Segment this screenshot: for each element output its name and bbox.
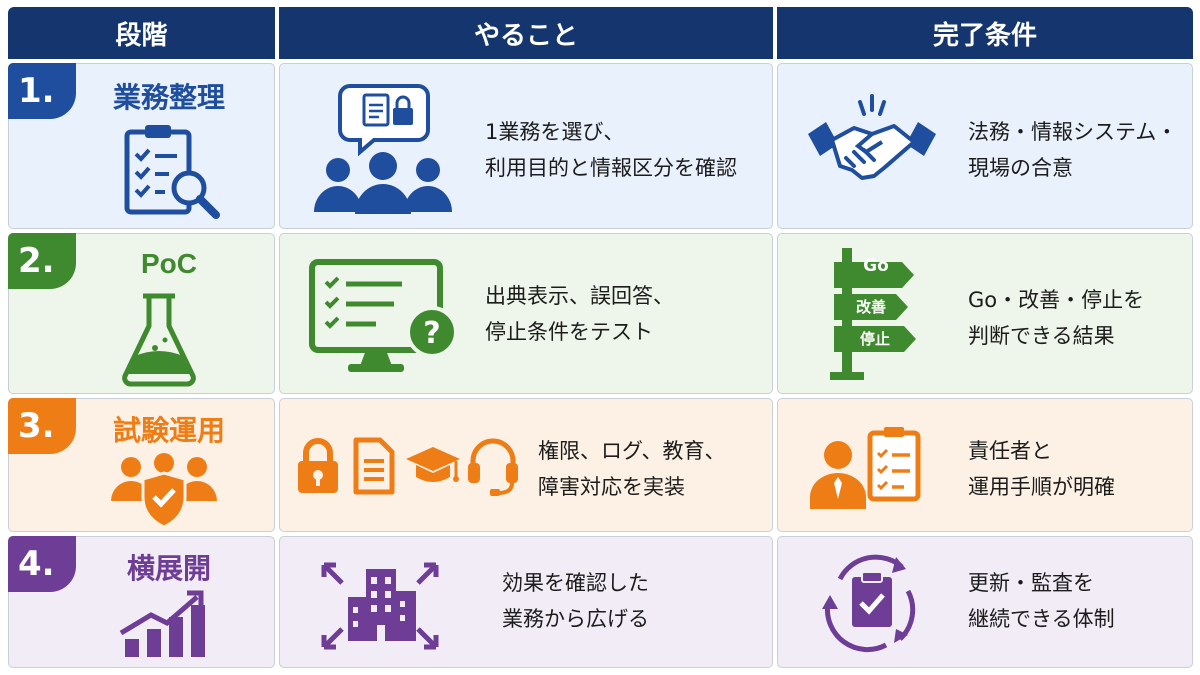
signpost-icon [830, 248, 916, 380]
criteria-cell-4: 更新・監査を 継続できる体制 [777, 536, 1193, 668]
action-cell-2: ? 出典表示、誤回答、 停止条件をテスト [279, 233, 773, 394]
action-text-3a: 権限、ログ、教育、 [538, 439, 726, 463]
action-text-2b: 停止条件をテスト [485, 320, 653, 344]
stage-title-3: 試験運用 [112, 414, 225, 447]
criteria-text-2b: 判断できる結果 [968, 324, 1115, 348]
action-cell-1: 1業務を選び、 利用目的と情報区分を確認 [279, 63, 773, 229]
criteria-text-3b: 運用手順が明確 [968, 475, 1115, 499]
stage-title-2: PoC [141, 248, 197, 279]
sign-label-stop: 停止 [859, 330, 890, 348]
cycle-clipboard-icon [822, 554, 916, 653]
stage-cell-3: 3. 試験運用 [8, 398, 275, 532]
row-stage-3: 3. 試験運用 [0, 398, 1200, 532]
flask-icon [122, 293, 196, 387]
stage-number-1: 1. [8, 63, 76, 119]
criteria-cell-2: Go 改善 停止 Go・改善・停止を 判断できる結果 [777, 233, 1193, 394]
action-cell-3: 権限、ログ、教育、 障害対応を実装 [279, 398, 773, 532]
action-text-4a: 効果を確認した [502, 571, 649, 595]
sign-label-improve: 改善 [855, 298, 886, 316]
sign-label-go: Go [863, 256, 889, 276]
row-stage-4: 4. 横展開 [0, 536, 1200, 668]
stage-cell-2: 2. PoC [8, 233, 275, 394]
header-stage: 段階 [8, 7, 275, 59]
stage-cell-4: 4. 横展開 [8, 536, 275, 668]
buildings-expand-icon [321, 562, 439, 650]
stage-number-4: 4. [8, 536, 76, 592]
action-text-3b: 障害対応を実装 [538, 475, 685, 499]
action-text-4b: 業務から広げる [502, 607, 649, 631]
criteria-text-3a: 責任者と [968, 439, 1052, 463]
criteria-text-2a: Go・改善・停止を [968, 288, 1145, 312]
header-criteria: 完了条件 [777, 7, 1193, 59]
stage-title-1: 業務整理 [112, 81, 225, 114]
criteria-cell-1: 法務・情報システム・ 現場の合意 [777, 63, 1193, 229]
monitor-checklist-question-icon: ? [309, 259, 458, 372]
criteria-text-1a: 法務・情報システム・ [968, 120, 1178, 144]
action-text-1a: 1業務を選び、 [485, 120, 625, 144]
stage-cell-1: 1. 業務整理 [8, 63, 275, 229]
team-discussion-icon [314, 84, 452, 214]
row-stage-2: 2. PoC ? 出典表示、誤回答、 停止条件をテスト [0, 233, 1200, 394]
header-action: やること [279, 7, 773, 59]
clipboard-search-icon [124, 125, 220, 219]
action-text-1b: 利用目的と情報区分を確認 [485, 156, 737, 180]
team-shield-icon [111, 453, 217, 529]
stage-title-4: 横展開 [126, 552, 211, 585]
handshake-icon [808, 94, 936, 180]
lock-icon [298, 438, 338, 493]
growth-chart-icon [119, 590, 205, 657]
stage-number-2: 2. [8, 233, 76, 289]
criteria-text-4a: 更新・監査を [968, 571, 1094, 595]
graduation-cap-icon [406, 447, 460, 482]
stage-number-3: 3. [8, 398, 76, 454]
criteria-text-4b: 継続できる体制 [968, 607, 1115, 631]
action-text-2a: 出典表示、誤回答、 [485, 284, 674, 308]
headset-icon [468, 438, 518, 496]
criteria-text-1b: 現場の合意 [968, 156, 1073, 180]
criteria-cell-3: 責任者と 運用手順が明確 [777, 398, 1193, 532]
action-cell-4: 効果を確認した 業務から広げる [279, 536, 773, 668]
svg-text:?: ? [423, 316, 440, 351]
document-icon [353, 437, 395, 495]
person-checklist-icon [810, 427, 921, 509]
row-stage-1: 1. 業務整理 1業務を選び、 利用 [0, 63, 1200, 229]
